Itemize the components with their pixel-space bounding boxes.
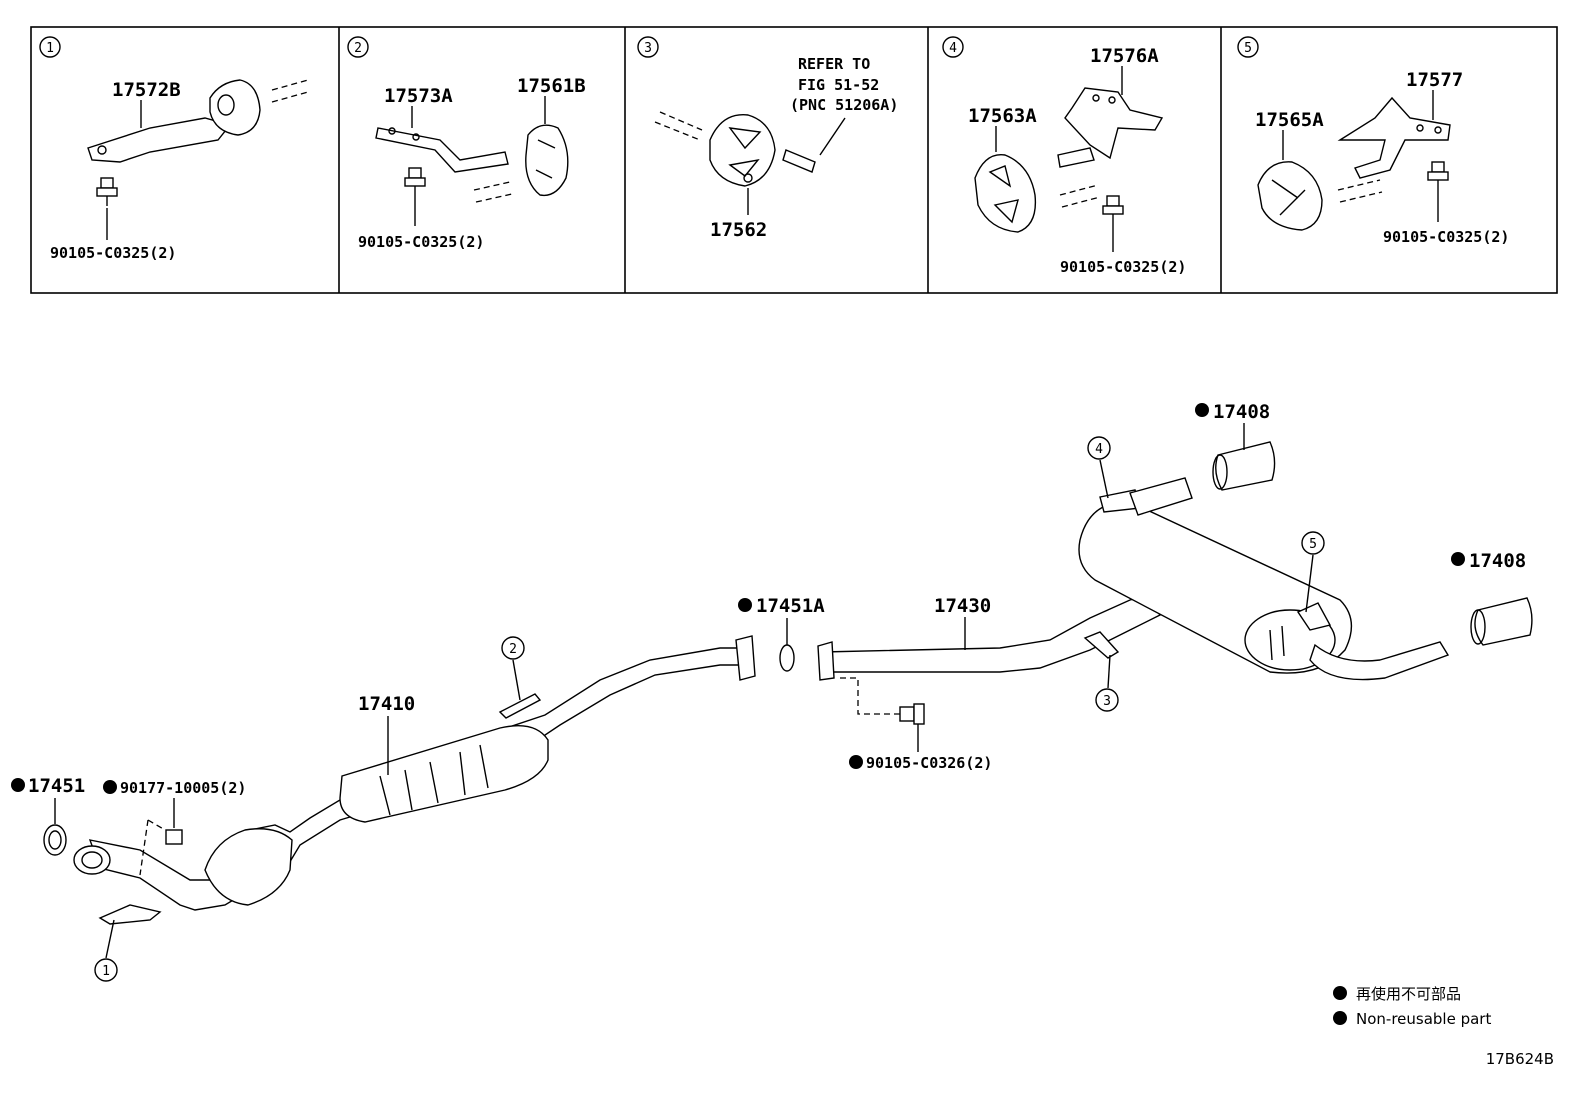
non-reusable-dot xyxy=(103,780,117,794)
callout-1 xyxy=(94,958,118,982)
non-reusable-dot xyxy=(11,778,25,792)
svg-text:4: 4 xyxy=(1095,442,1103,457)
part-label-17565A: 17565A xyxy=(1255,109,1324,131)
non-reusable-dot xyxy=(1195,403,1209,417)
label-17408-right: 17408 xyxy=(1469,550,1526,572)
callouts: 1 2 3 4 5 xyxy=(94,436,1325,982)
svg-text:5: 5 xyxy=(1309,537,1317,552)
panel-1: 1 17572B 90105-C0325(2) xyxy=(39,36,309,262)
label-17408-top: 17408 xyxy=(1213,401,1270,423)
legend-dot xyxy=(1333,1011,1347,1025)
legend-dot xyxy=(1333,986,1347,1000)
label-17451A: 17451A xyxy=(756,595,825,617)
bolt-label-90105-c0325: 90105-C0325(2) xyxy=(1060,258,1186,276)
svg-text:1: 1 xyxy=(102,964,110,979)
label-90177-10005: 90177-10005(2) xyxy=(120,779,246,797)
callout-5 xyxy=(1301,531,1325,555)
bolt-label-90105-c0325: 90105-C0325(2) xyxy=(50,244,176,262)
legend: 再使用不可部品 Non-reusable part 17B624B xyxy=(1333,985,1554,1068)
panel-2: 2 17573A 17561B 90105-C0325(2) xyxy=(347,36,586,251)
main-labels: 17408 17408 17451A 17430 17410 17451 901… xyxy=(11,401,1526,828)
callout-2 xyxy=(501,636,525,660)
panel-4: 4 17576A 17563A 90105-C0325(2) xyxy=(942,36,1186,276)
panel-5: 5 17577 17565A 90105-C0325(2) xyxy=(1237,36,1509,246)
label-17410: 17410 xyxy=(358,693,415,715)
refer-line-1: REFER TO xyxy=(798,55,870,73)
part-label-17563A: 17563A xyxy=(968,105,1037,127)
legend-en: Non-reusable part xyxy=(1356,1010,1491,1028)
panel-5-index: 5 xyxy=(1244,41,1252,56)
part-label-17573A: 17573A xyxy=(384,85,453,107)
bolt-label-90105-c0325: 90105-C0325(2) xyxy=(1383,228,1509,246)
label-17430: 17430 xyxy=(934,595,991,617)
label-90105-c0326: 90105-C0326(2) xyxy=(866,754,992,772)
panel-4-index: 4 xyxy=(949,41,957,56)
callout-4 xyxy=(1087,436,1111,460)
panel-1-index: 1 xyxy=(46,41,54,56)
part-label-17572B: 17572B xyxy=(112,79,181,101)
non-reusable-dot xyxy=(1451,552,1465,566)
refer-line-2: FIG 51-52 xyxy=(798,76,879,94)
exhaust-assembly xyxy=(43,441,1533,925)
panel-3: 3 REFER TO FIG 51-52 (PNC 51206A) 17562 xyxy=(637,36,898,241)
part-label-17577: 17577 xyxy=(1406,69,1463,91)
callout-3 xyxy=(1095,688,1119,712)
non-reusable-dot xyxy=(849,755,863,769)
panel-2-index: 2 xyxy=(354,41,362,56)
detail-panels xyxy=(30,26,1558,294)
part-label-17576A: 17576A xyxy=(1090,45,1159,67)
diagram-code: 17B624B xyxy=(1486,1050,1554,1068)
part-label-17562: 17562 xyxy=(710,219,767,241)
label-17451: 17451 xyxy=(28,775,85,797)
panel-3-index: 3 xyxy=(644,41,652,56)
legend-jp: 再使用不可部品 xyxy=(1356,985,1461,1003)
bolt-label-90105-c0325: 90105-C0325(2) xyxy=(358,233,484,251)
svg-text:2: 2 xyxy=(509,642,517,657)
part-label-17561B: 17561B xyxy=(517,75,586,97)
non-reusable-dot xyxy=(738,598,752,612)
svg-text:3: 3 xyxy=(1103,694,1111,709)
refer-line-3: (PNC 51206A) xyxy=(790,96,898,114)
